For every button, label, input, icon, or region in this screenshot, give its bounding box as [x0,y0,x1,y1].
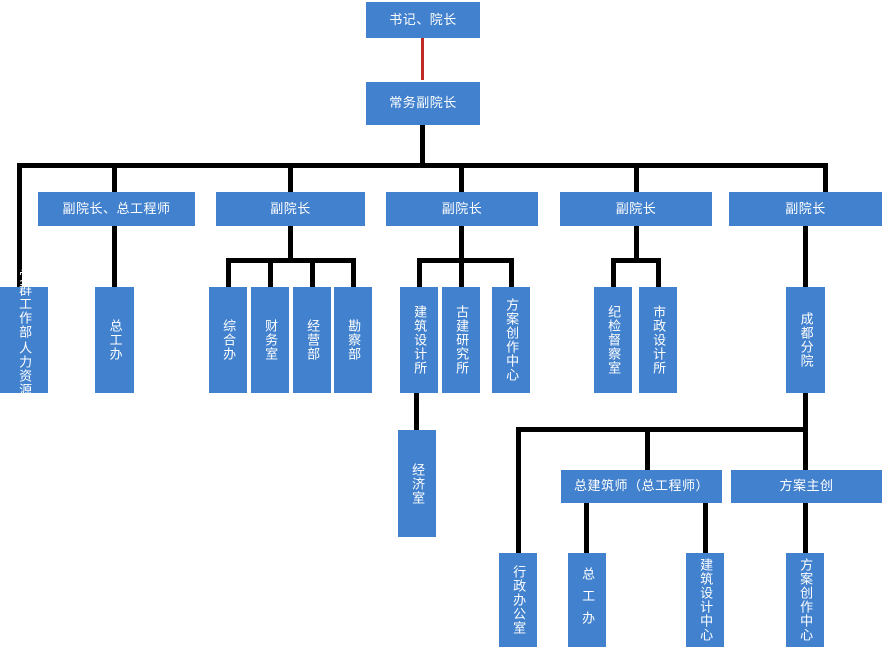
node-chief-engineer-office[interactable]: 总工办 [95,287,134,393]
node-chief-architect[interactable]: 总建筑师（总工程师） [561,470,722,503]
node-label: 副院长 [615,200,657,216]
node-hr-and-party-dept[interactable]: 党群工作部 人力资源部 [0,269,48,411]
node-label: 常务副院长 [389,95,457,111]
node-label: 综合办 [221,319,237,361]
connector-vp4-stem [634,225,639,261]
node-survey-dept[interactable]: 勘察部 [334,287,372,393]
connector-chengdu-stem [803,393,808,430]
connector-vp3-drop-2 [459,258,464,287]
node-vp-3[interactable]: 副院长 [386,192,538,226]
node-arch-design-institute[interactable]: 建筑设计所 [400,287,438,393]
node-label: 副院长 [270,200,311,216]
node-economics-office[interactable]: 经济室 [398,430,436,537]
node-secretary-president[interactable]: 书记、院长 [366,2,480,38]
node-chengdu-branch[interactable]: 成都分院 [786,287,825,393]
connector-bus-to-vp4 [634,163,639,193]
connector-vp4-bus [611,258,661,263]
connector-scheme-lead-to-center [803,503,808,553]
connector-president-to-exec [421,36,424,80]
connector-vp3-drop-3 [509,258,514,287]
node-label: 经济室 [410,462,426,505]
node-label: 方案创作中心 [504,298,520,382]
connector-main-bus [17,163,828,168]
node-vp-5[interactable]: 副院长 [729,192,882,226]
node-operations-dept[interactable]: 经营部 [293,287,331,393]
node-label: 副院长 [441,200,483,216]
connector-chief-architect-to-ce-office [584,503,589,553]
node-label: 市政设计所 [651,305,667,375]
connector-vp3-stem [459,225,464,261]
node-finance-office[interactable]: 财务室 [251,287,289,393]
connector-bus-to-vp3 [459,163,464,193]
connector-vp2-bus [226,258,356,263]
connector-vp4-drop-1 [611,258,616,287]
node-label: 副院长 [785,200,826,216]
node-label-party-work-dept: 党群工作部 [17,269,33,339]
node-exec-vice-president[interactable]: 常务副院长 [366,82,480,125]
node-label: 财务室 [263,319,279,361]
node-label: 经营部 [305,319,321,361]
node-label: 书记、院长 [389,11,457,27]
connector-vp3-bus [417,258,514,263]
connector-chief-architect-to-design-center [703,503,708,553]
node-label: 建筑设计中心 [698,558,714,642]
node-ancient-arch-institute[interactable]: 古建研究所 [442,287,480,393]
node-chief-engineer-office-chengdu[interactable]: 总工办 [568,553,606,647]
connector-chengdu-bus [516,427,808,432]
node-discipline-inspection-office[interactable]: 纪检督察室 [594,287,632,393]
node-label: 副院长、总工程师 [62,200,171,216]
connector-vp2-drop-2 [268,258,273,287]
connector-vp2-drop-1 [226,258,231,287]
node-label: 纪检督察室 [606,305,622,375]
node-vp-chief-engineer[interactable]: 副院长、总工程师 [38,192,195,226]
node-general-office[interactable]: 综合办 [209,287,247,393]
node-label: 成都分院 [798,312,814,368]
node-label: 建筑设计所 [412,305,428,375]
node-label: 行政办公室 [511,565,527,635]
connector-vp1-to-chief-engineer-office [112,225,117,287]
node-label: 方案创作中心 [798,558,814,642]
node-municipal-design-institute[interactable]: 市政设计所 [639,287,677,393]
connector-chengdu-drop-admin [516,427,521,553]
connector-bus-to-vp2 [288,163,293,193]
connector-exec-stem [420,125,425,166]
node-label: 方案主创 [779,478,834,494]
connector-vp5-to-chengdu [803,225,808,287]
node-vp-2[interactable]: 副院长 [216,192,365,226]
node-admin-office[interactable]: 行政办公室 [499,553,537,647]
connector-vp3-drop-1 [417,258,422,287]
connector-chengdu-drop-scheme-lead [803,427,808,470]
node-label: 古建研究所 [454,305,470,375]
node-label: 勘察部 [346,319,362,361]
connector-vp2-drop-3 [310,258,315,287]
node-arch-design-center[interactable]: 建筑设计中心 [686,553,724,647]
connector-bus-to-vp1 [112,163,117,193]
node-scheme-creation-center-chengdu[interactable]: 方案创作中心 [786,553,824,647]
node-vp-4[interactable]: 副院长 [560,192,712,226]
node-scheme-lead[interactable]: 方案主创 [731,470,882,503]
node-scheme-creation-center[interactable]: 方案创作中心 [492,287,530,393]
connector-bus-to-hr-branch [17,163,22,287]
connector-vp4-drop-2 [656,258,661,287]
connector-vp2-drop-4 [351,258,356,287]
connector-chengdu-drop-chief-architect [645,427,650,470]
node-label: 总工办 [107,319,123,361]
connector-vp2-stem [288,225,293,261]
node-label-hr-dept: 人力资源部 [17,341,33,411]
node-label: 总工办 [580,567,596,633]
node-label: 总建筑师（总工程师） [573,478,709,494]
connector-arch-institute-to-economics [414,393,419,430]
connector-bus-to-vp5 [823,163,828,193]
